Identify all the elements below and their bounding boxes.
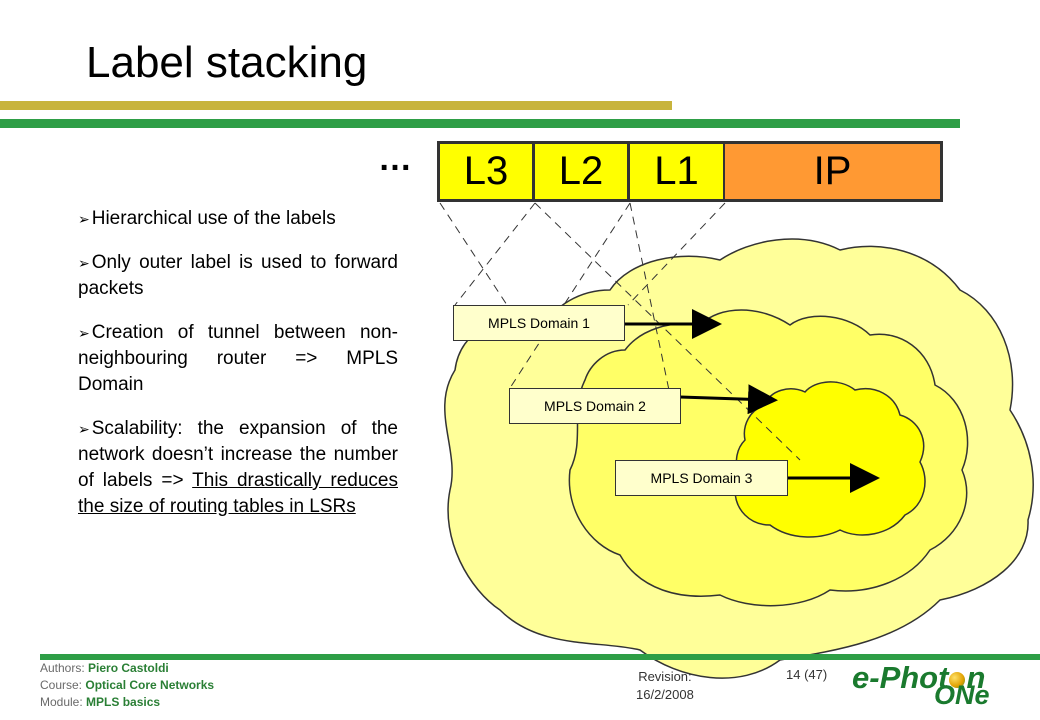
page-number: 14 (47) <box>786 667 828 682</box>
course-value: Optical Core Networks <box>85 678 215 692</box>
revision-info: Revision: 16/2/2008 <box>636 669 694 702</box>
slide-title: Label stacking <box>86 38 368 87</box>
mpls-domain-1-box: MPLS Domain 1 <box>453 305 625 341</box>
ephoton-logo-bottom: ONe <box>934 680 990 710</box>
bullet-item: ➢Creation of tunnel between non-neighbou… <box>78 322 398 395</box>
mpls-domain-2-box: MPLS Domain 2 <box>509 388 681 424</box>
label-stack-ellipsis: … <box>378 140 414 178</box>
arrow-bullet-icon: ➢ <box>78 255 90 271</box>
bullet-list: ➢Hierarchical use of the labels ➢Only ou… <box>78 206 398 538</box>
cloud-domain-3 <box>734 381 926 538</box>
underlined-conclusion: This drastically reduces the size of rou… <box>78 470 398 517</box>
arrow-bullet-icon: ➢ <box>78 211 90 227</box>
forwarding-arrows <box>625 309 880 493</box>
globe-icon <box>949 671 966 688</box>
label-l3: L3 <box>437 141 535 202</box>
label-l2: L2 <box>532 141 630 202</box>
ip-header: IP <box>724 141 943 202</box>
module-value: MPLS basics <box>86 695 161 709</box>
bullet-item: ➢Scalability: the expansion of the netwo… <box>78 418 398 517</box>
arrow-bullet-icon: ➢ <box>78 325 90 341</box>
title-underline-olive <box>0 101 672 110</box>
bullet-item: ➢Only outer label is used to forward pac… <box>78 252 398 299</box>
footer-credits: Authors: Piero Castoldi Course: Optical … <box>40 661 215 709</box>
authors-value: Piero Castoldi <box>88 661 169 675</box>
bullet-item: ➢Hierarchical use of the labels <box>78 208 336 229</box>
title-underline-green <box>0 119 960 128</box>
arrow-bullet-icon: ➢ <box>78 421 90 437</box>
dashed-mapping-lines <box>439 202 801 461</box>
mpls-domain-3-box: MPLS Domain 3 <box>615 460 788 496</box>
label-l1: L1 <box>627 141 726 202</box>
footer-divider <box>40 654 1040 660</box>
